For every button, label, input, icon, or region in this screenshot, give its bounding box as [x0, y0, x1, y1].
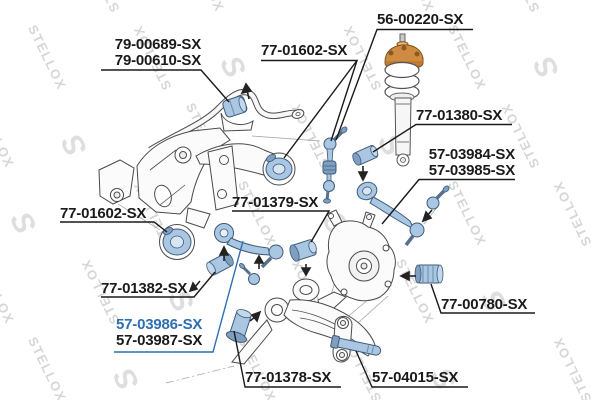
- upper-arm-left-part: [214, 223, 284, 285]
- part-label-57-03984: 57-03984-SX 57-03985-SX: [419, 147, 515, 178]
- part-label-77-01602-top: 77-01602-SX: [261, 43, 347, 59]
- part-number: 57-03985-SX: [428, 161, 515, 179]
- part-label-56-00220: 56-00220-SX: [377, 12, 463, 28]
- part-number: 77-01379-SX: [232, 194, 319, 211]
- small-bushing-77-01380-part: [352, 145, 379, 166]
- part-number-highlighted[interactable]: 57-03986-SX: [116, 316, 203, 333]
- part-number: 77-01602-SX: [261, 42, 348, 59]
- part-label-77-01380: 77-01380-SX: [416, 108, 502, 124]
- part-number: 57-03984-SX: [428, 146, 515, 163]
- part-label-77-01379: 77-01379-SX: [232, 195, 318, 211]
- part-number: 77-00780-SX: [441, 296, 528, 313]
- small-bushing-77-01382-part: [206, 252, 234, 276]
- part-number: 57-03987-SX: [116, 331, 203, 349]
- part-number: 79-00689-SX: [114, 36, 201, 53]
- part-label-77-01378: 77-01378-SX: [245, 370, 331, 386]
- part-label-77-01602-left: 77-01602-SX: [60, 206, 146, 222]
- part-number: 77-01380-SX: [416, 107, 503, 124]
- part-label-57-03986-highlighted[interactable]: 57-03986-SX 57-03987-SX: [116, 317, 202, 348]
- direction-arrows: [188, 82, 433, 323]
- part-number: 57-04015-SX: [372, 369, 459, 386]
- subframe-upper-bushing-part: [265, 153, 293, 181]
- knuckle-line-art: [317, 209, 396, 311]
- link-bolt-57-04015-part: [330, 335, 382, 356]
- stabilizer-link-part: [322, 126, 348, 204]
- strut-assembly-line-art: [384, 33, 424, 167]
- part-number: 79-00610-SX: [114, 51, 201, 69]
- bushing-77-00780-part: [414, 264, 444, 284]
- part-number: 56-00220-SX: [377, 11, 464, 28]
- highlight-leader-line: [114, 240, 244, 353]
- part-number: 77-01378-SX: [245, 369, 332, 386]
- bushing-77-01379-part: [289, 239, 317, 262]
- part-label-77-00780: 77-00780-SX: [441, 297, 527, 313]
- part-number: 77-01602-SX: [60, 205, 147, 222]
- part-label-77-01382: 77-01382-SX: [101, 281, 187, 297]
- part-label-57-04015: 57-04015-SX: [372, 370, 458, 386]
- sway-bar-line-art: [148, 88, 305, 153]
- subframe-left-bushing-part: [162, 226, 192, 256]
- part-label-79-00689: 79-00689-SX 79-00610-SX: [101, 37, 201, 68]
- label-leader-lines: [60, 28, 535, 388]
- part-number: 77-01382-SX: [101, 280, 188, 297]
